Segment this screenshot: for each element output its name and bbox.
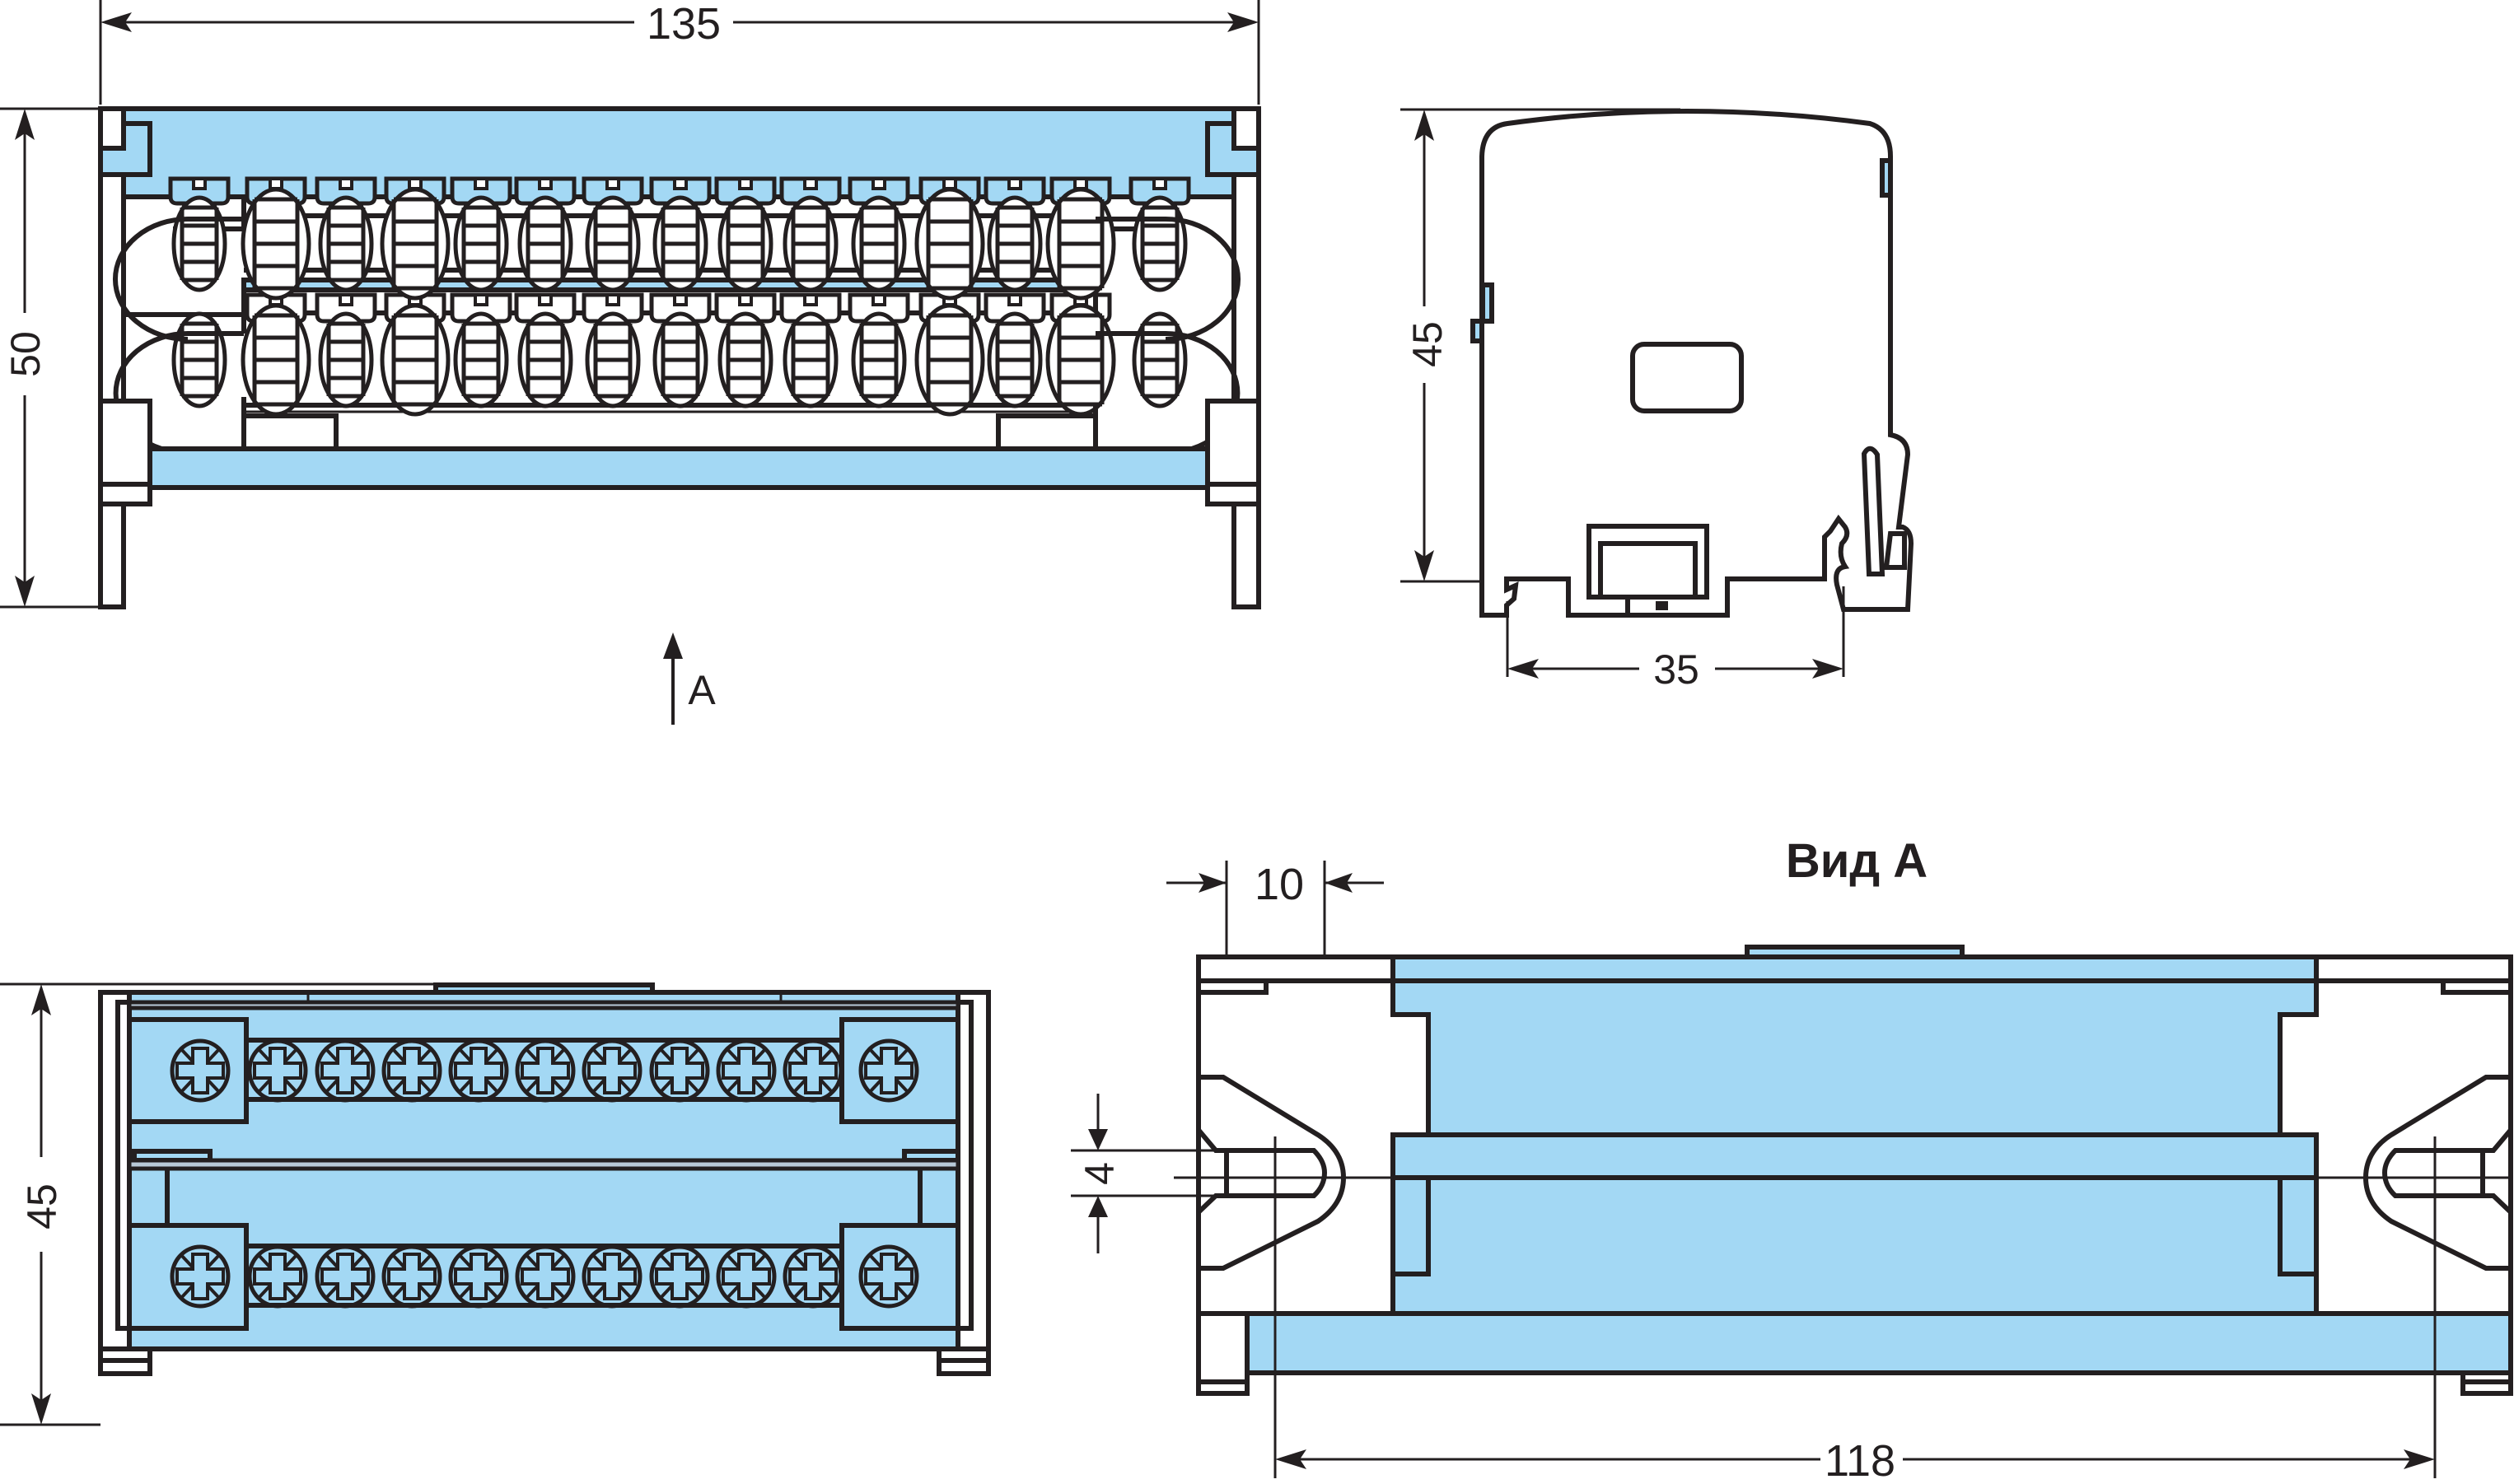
cover-tab (514, 176, 577, 206)
dimension-label-45-side: 45 (1404, 321, 1451, 367)
terminal-rows (171, 187, 1188, 417)
terminal-clamp (241, 187, 311, 301)
cover-tab (582, 292, 644, 324)
terminal-clamp (380, 187, 451, 301)
cover-tab (984, 292, 1046, 324)
cover-tab (714, 292, 777, 324)
dimension-width-135: 135 (99, 0, 1260, 105)
dimension-label-45-top: 45 (19, 1183, 65, 1230)
cover-tab (984, 176, 1046, 206)
terminal-clamp (652, 311, 708, 408)
terminal-clamp (517, 195, 573, 292)
terminal-clamp (171, 311, 227, 408)
cover-tab (779, 292, 842, 324)
terminal-clamp (851, 311, 907, 408)
cover-tab (714, 176, 777, 206)
terminal-clamp (914, 303, 985, 417)
dimension-label-50: 50 (2, 331, 49, 377)
cover-tab (649, 176, 712, 206)
cover-tab (450, 292, 512, 324)
dimension-height-45-top: 45 (0, 982, 436, 1426)
dimension-label-4: 4 (1077, 1162, 1123, 1185)
dimension-rail-35: 35 (1506, 586, 1845, 693)
terminal-clamp (652, 195, 708, 292)
dimension-label-118: 118 (1825, 1436, 1895, 1484)
dimension-height-45-side: 45 (1400, 108, 1680, 583)
cover-tab (168, 176, 231, 206)
terminal-clamp (851, 195, 907, 292)
cover-tab (779, 176, 842, 206)
dimension-label-135: 135 (647, 0, 721, 49)
terminal-clamp (585, 195, 641, 292)
terminal-clamp (717, 311, 773, 408)
cover-tab (649, 292, 712, 324)
terminal-clamp (987, 195, 1043, 292)
front-view: 135 50 (0, 0, 1261, 725)
terminal-clamp (987, 311, 1043, 408)
terminal-clamp (453, 311, 509, 408)
cover-tab (514, 292, 577, 324)
terminal-clamp (517, 311, 573, 408)
terminal-clamp (914, 187, 985, 301)
cover-tab (848, 176, 910, 206)
view-a: Вид А 10 (1071, 834, 2513, 1484)
view-arrow-label: A (688, 667, 716, 713)
view-a-title: Вид А (1786, 834, 1928, 888)
cover-tab (582, 176, 644, 206)
dimension-slot-width-4: 4 (1071, 1094, 1216, 1253)
terminal-clamp (241, 303, 311, 417)
cover-tab (315, 292, 377, 324)
cover-tab (1128, 176, 1191, 206)
top-view: 45 (0, 982, 991, 1426)
terminal-clamp (318, 195, 374, 292)
terminal-clamp (1132, 195, 1188, 292)
cover-tab (848, 292, 910, 324)
terminal-clamp (783, 311, 839, 408)
terminal-clamp (717, 195, 773, 292)
terminal-clamp (1132, 311, 1188, 408)
dimension-label-10: 10 (1255, 860, 1304, 909)
dimension-mount-spacing-118: 118 (1273, 1136, 2437, 1484)
dimension-height-50: 50 (0, 107, 100, 609)
view-direction-arrow-a: A (663, 632, 716, 725)
terminal-clamp (318, 311, 374, 408)
terminal-clamp (1045, 187, 1116, 301)
terminal-clamp (783, 195, 839, 292)
terminal-clamp (380, 303, 451, 417)
side-view: 45 35 (1400, 108, 1914, 693)
terminal-clamp (585, 311, 641, 408)
cover-tab (315, 176, 377, 206)
terminal-clamp (453, 195, 509, 292)
dimension-label-35: 35 (1653, 646, 1699, 693)
cover-tab (450, 176, 512, 206)
terminal-clamp (171, 195, 227, 292)
terminal-clamp (1045, 303, 1116, 417)
